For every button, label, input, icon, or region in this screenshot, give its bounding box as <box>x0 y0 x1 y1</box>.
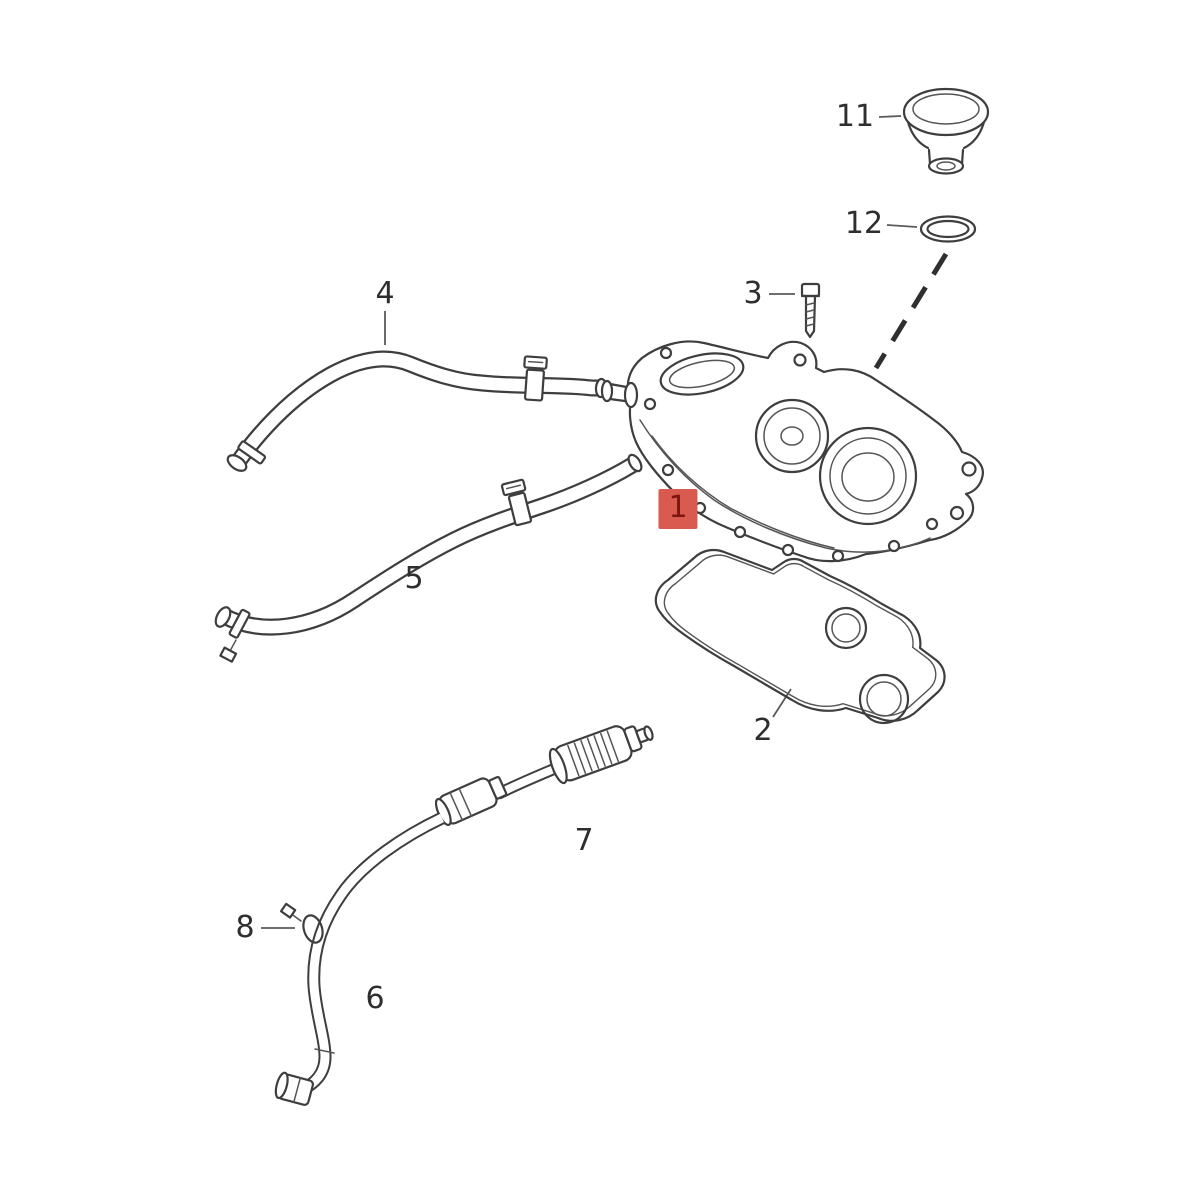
check-valve-art <box>548 725 654 785</box>
part-label-4: 4 <box>375 276 395 311</box>
part-label-6: 6 <box>365 981 385 1016</box>
oil-filler-cap-art <box>902 87 990 175</box>
vent-hose-assembly-art <box>274 725 654 1106</box>
small-clamp-icon <box>279 902 324 944</box>
lower-hose-art <box>214 453 643 663</box>
quick-connector-art <box>434 775 508 827</box>
part-label-1: 1 <box>658 489 698 529</box>
bolt-art <box>800 282 821 339</box>
assembly-dash-line <box>873 252 949 370</box>
part-label-3: 3 <box>743 276 763 311</box>
part-label-7: 7 <box>574 823 594 858</box>
hose-end-fitting-art <box>274 1071 315 1106</box>
callout-lines <box>261 115 918 929</box>
part-label-5: 5 <box>404 561 424 596</box>
hose-clamp-icon <box>500 478 533 527</box>
part-label-11: 11 <box>835 99 875 134</box>
gasket-art <box>654 548 946 725</box>
o-ring-art <box>919 215 977 243</box>
part-label-8: 8 <box>235 910 255 945</box>
part-label-12: 12 <box>844 206 884 241</box>
valve-cover-art <box>600 340 984 563</box>
hose-clamp-icon <box>523 355 548 402</box>
upper-hose-art <box>226 350 608 472</box>
part-label-2: 2 <box>753 713 773 748</box>
